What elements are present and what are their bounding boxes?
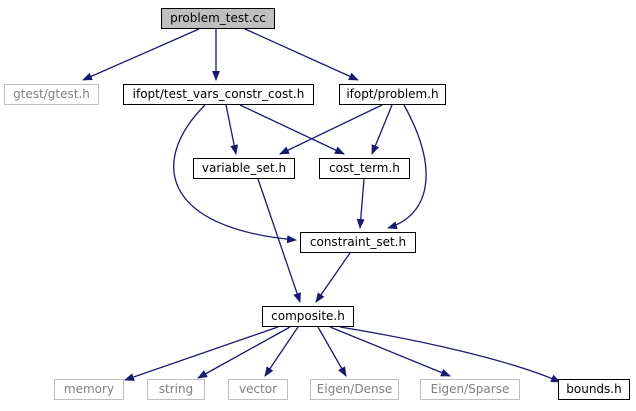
edge-composite-to-eigen-sparse <box>329 326 451 377</box>
node-variable-set-h[interactable]: variable_set.h <box>193 158 295 179</box>
node-ifopt-problem-h[interactable]: ifopt/problem.h <box>339 84 446 105</box>
node-string[interactable]: string <box>147 379 205 400</box>
edge-composite-to-bounds <box>339 326 561 383</box>
edge-test-vars-to-cost-term <box>239 104 345 155</box>
edge-problem-test-to-gtest <box>82 28 200 81</box>
edge-constraint-set-to-composite <box>315 252 351 303</box>
edge-test-vars-to-variable-set <box>225 104 239 155</box>
node-cost-term-h[interactable]: cost_term.h <box>319 158 410 179</box>
node-ifopt-test-vars-constr-cost-h[interactable]: ifopt/test_vars_constr_cost.h <box>123 84 314 105</box>
node-eigen-sparse[interactable]: Eigen/Sparse <box>420 379 520 400</box>
node-composite-h[interactable]: composite.h <box>262 306 354 327</box>
edge-composite-to-string <box>197 326 291 379</box>
node-bounds-h[interactable]: bounds.h <box>558 379 630 400</box>
edge-cost-term-to-constraint-set <box>356 178 365 229</box>
node-gtest-gtest-h[interactable]: gtest/gtest.h <box>4 84 99 105</box>
edge-composite-to-memory <box>124 326 279 381</box>
edge-problem-h-to-constraint-set <box>387 104 427 230</box>
edge-problem-h-to-variable-set <box>279 104 383 155</box>
edge-test-vars-to-constraint-set <box>173 104 297 244</box>
edge-problem-h-to-cost-term <box>371 104 393 155</box>
node-eigen-dense[interactable]: Eigen/Dense <box>310 379 399 400</box>
edge-variable-set-to-composite <box>257 178 301 303</box>
node-problem-test-cc[interactable]: problem_test.cc <box>161 8 275 29</box>
edge-problem-test-to-problem-h <box>244 28 359 81</box>
node-vector[interactable]: vector <box>228 379 288 400</box>
node-constraint-set-h[interactable]: constraint_set.h <box>300 232 416 253</box>
edge-composite-to-eigen-dense <box>317 326 347 377</box>
edge-composite-to-vector <box>264 326 299 377</box>
node-memory[interactable]: memory <box>54 379 124 400</box>
